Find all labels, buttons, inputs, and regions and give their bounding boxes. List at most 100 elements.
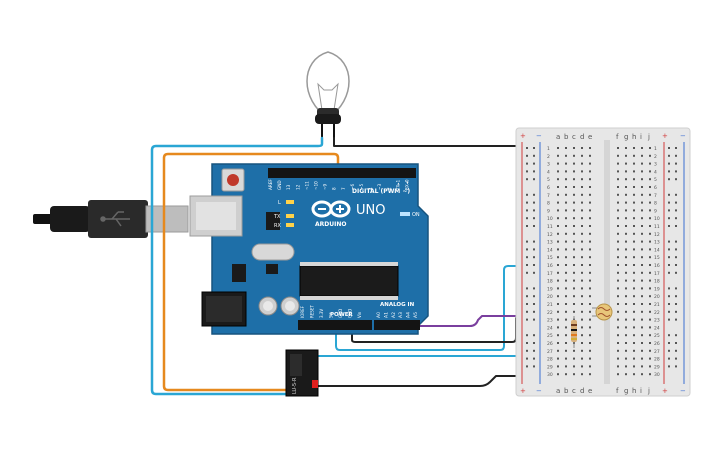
- breadboard-hole[interactable]: [557, 240, 559, 243]
- breadboard-hole[interactable]: [573, 186, 575, 188]
- breadboard-hole[interactable]: [633, 209, 635, 212]
- breadboard-hole[interactable]: [565, 147, 567, 149]
- rail-hole[interactable]: [533, 365, 535, 368]
- breadboard-hole[interactable]: [625, 201, 627, 204]
- rail-hole[interactable]: [533, 318, 535, 321]
- breadboard-hole[interactable]: [573, 357, 575, 360]
- breadboard-hole[interactable]: [565, 349, 567, 352]
- breadboard-hole[interactable]: [617, 373, 619, 376]
- breadboard-hole[interactable]: [573, 349, 575, 352]
- rail-hole[interactable]: [675, 248, 677, 251]
- breadboard-hole[interactable]: [589, 342, 591, 344]
- breadboard-hole[interactable]: [641, 248, 643, 251]
- breadboard-hole[interactable]: [625, 373, 627, 376]
- rail-hole[interactable]: [533, 162, 535, 165]
- breadboard-hole[interactable]: [557, 193, 559, 196]
- breadboard-hole[interactable]: [581, 279, 583, 282]
- breadboard-hole[interactable]: [641, 240, 643, 243]
- breadboard-hole[interactable]: [633, 256, 635, 259]
- breadboard-hole[interactable]: [581, 287, 583, 290]
- rail-hole[interactable]: [533, 264, 535, 266]
- rail-hole[interactable]: [675, 310, 677, 313]
- breadboard-hole[interactable]: [565, 186, 567, 188]
- rail-hole[interactable]: [675, 365, 677, 368]
- breadboard-hole[interactable]: [565, 271, 567, 274]
- breadboard-hole[interactable]: [581, 318, 583, 321]
- breadboard-hole[interactable]: [573, 365, 575, 368]
- breadboard-hole[interactable]: [581, 232, 583, 235]
- breadboard-hole[interactable]: [617, 154, 619, 157]
- breadboard-hole[interactable]: [557, 342, 559, 344]
- breadboard-hole[interactable]: [633, 225, 635, 227]
- breadboard-hole[interactable]: [625, 365, 627, 368]
- breadboard-hole[interactable]: [581, 365, 583, 368]
- breadboard-hole[interactable]: [557, 271, 559, 274]
- rail-hole[interactable]: [675, 349, 677, 352]
- breadboard-hole[interactable]: [573, 232, 575, 235]
- breadboard-hole[interactable]: [641, 170, 643, 173]
- breadboard-hole[interactable]: [573, 295, 575, 298]
- breadboard-hole[interactable]: [649, 162, 651, 165]
- breadboard-hole[interactable]: [617, 271, 619, 274]
- rail-hole[interactable]: [675, 193, 677, 196]
- breadboard-hole[interactable]: [617, 287, 619, 290]
- breadboard-hole[interactable]: [589, 365, 591, 368]
- breadboard-hole[interactable]: [589, 147, 591, 149]
- breadboard-hole[interactable]: [573, 264, 575, 266]
- breadboard-hole[interactable]: [625, 232, 627, 235]
- rail-hole[interactable]: [668, 365, 670, 368]
- breadboard-hole[interactable]: [589, 225, 591, 227]
- breadboard-hole[interactable]: [589, 373, 591, 376]
- breadboard-hole[interactable]: [573, 248, 575, 251]
- breadboard-hole[interactable]: [589, 256, 591, 259]
- breadboard-hole[interactable]: [581, 373, 583, 376]
- rail-hole[interactable]: [675, 217, 677, 220]
- breadboard-hole[interactable]: [625, 349, 627, 352]
- breadboard-hole[interactable]: [641, 334, 643, 337]
- breadboard-hole[interactable]: [617, 248, 619, 251]
- breadboard-hole[interactable]: [581, 186, 583, 188]
- breadboard-hole[interactable]: [633, 170, 635, 173]
- rail-hole[interactable]: [675, 178, 677, 181]
- breadboard-hole[interactable]: [557, 357, 559, 360]
- breadboard-hole[interactable]: [625, 193, 627, 196]
- breadboard-hole[interactable]: [589, 349, 591, 352]
- breadboard-hole[interactable]: [565, 201, 567, 204]
- breadboard-hole[interactable]: [557, 287, 559, 290]
- breadboard-hole[interactable]: [573, 201, 575, 204]
- breadboard-hole[interactable]: [633, 279, 635, 282]
- rail-hole[interactable]: [526, 342, 528, 344]
- breadboard-hole[interactable]: [581, 303, 583, 305]
- rail-hole[interactable]: [668, 209, 670, 212]
- rail-hole[interactable]: [668, 178, 670, 181]
- breadboard-hole[interactable]: [633, 349, 635, 352]
- rail-hole[interactable]: [668, 310, 670, 313]
- breadboard-hole[interactable]: [589, 217, 591, 220]
- breadboard-hole[interactable]: [641, 154, 643, 157]
- breadboard-hole[interactable]: [573, 279, 575, 282]
- breadboard-hole[interactable]: [557, 225, 559, 227]
- breadboard-hole[interactable]: [633, 334, 635, 337]
- breadboard-hole[interactable]: [633, 287, 635, 290]
- breadboard-hole[interactable]: [557, 154, 559, 157]
- rail-hole[interactable]: [675, 295, 677, 298]
- breadboard-hole[interactable]: [633, 193, 635, 196]
- rail-hole[interactable]: [675, 357, 677, 360]
- breadboard-hole[interactable]: [633, 295, 635, 298]
- breadboard-hole[interactable]: [581, 217, 583, 220]
- breadboard-hole[interactable]: [641, 295, 643, 298]
- rail-hole[interactable]: [533, 240, 535, 243]
- breadboard-hole[interactable]: [649, 193, 651, 196]
- breadboard-hole[interactable]: [641, 209, 643, 212]
- rail-hole[interactable]: [675, 271, 677, 274]
- breadboard-hole[interactable]: [625, 240, 627, 243]
- breadboard-hole[interactable]: [625, 248, 627, 251]
- breadboard-hole[interactable]: [573, 147, 575, 149]
- breadboard-hole[interactable]: [565, 303, 567, 305]
- breadboard-hole[interactable]: [617, 232, 619, 235]
- breadboard-hole[interactable]: [565, 170, 567, 173]
- rail-hole[interactable]: [526, 349, 528, 352]
- rail-hole[interactable]: [526, 271, 528, 274]
- breadboard-hole[interactable]: [641, 217, 643, 220]
- breadboard-hole[interactable]: [649, 349, 651, 352]
